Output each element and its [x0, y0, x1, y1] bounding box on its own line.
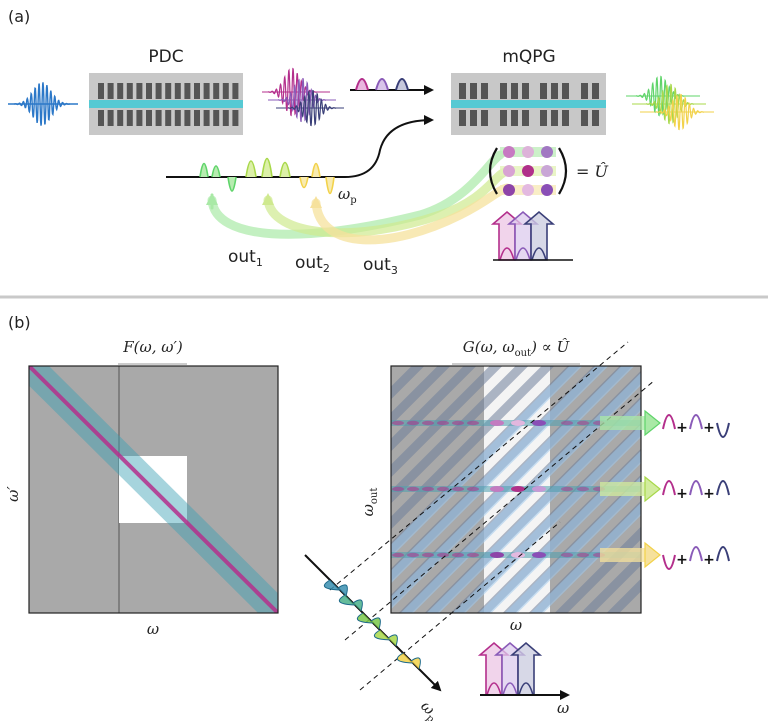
pump-axis-label: ωp: [415, 697, 443, 721]
output-pulse-icon: [626, 75, 714, 131]
matrix-element: [541, 184, 553, 196]
g-element: [532, 552, 546, 558]
out3-arrowhead-icon: [310, 196, 322, 208]
svg-text:+: +: [676, 486, 688, 502]
matrix-element: [522, 184, 534, 196]
svg-text:+: +: [703, 420, 715, 436]
out-labels: out1 out2 out3: [228, 247, 398, 277]
out-label-3: out3: [363, 255, 398, 277]
transfer-function-plot: [390, 365, 642, 614]
g-element: [532, 486, 546, 492]
pump-spectrum: [166, 115, 434, 195]
svg-text:+: +: [676, 552, 688, 568]
svg-text:+: +: [676, 420, 688, 436]
right-plot-title: G(ω, ωout) ∝ Û: [463, 338, 571, 359]
output-arrows: + + + + + +: [600, 409, 730, 570]
matrix-element: [522, 165, 534, 177]
right-xlabel: ω: [510, 616, 522, 634]
g-element: [490, 486, 504, 492]
matrix-element: [503, 165, 515, 177]
svg-text:+: +: [703, 552, 715, 568]
pump-axis: [304, 554, 442, 692]
mode-arrows-b: [477, 641, 560, 696]
matrix-element: [522, 146, 534, 158]
pdc-label: PDC: [148, 47, 183, 67]
jsa-plot: [28, 365, 279, 614]
panel-b-label: (b): [8, 313, 31, 332]
input-pulse-icon: [8, 82, 78, 126]
out2-arrowhead-icon: [262, 193, 274, 205]
biphoton-pulse-icon: [262, 67, 344, 127]
mqpg-crystal: [451, 73, 606, 135]
matrix-element: [503, 146, 515, 158]
g-element: [532, 420, 546, 426]
left-xlabel: ω: [147, 620, 159, 638]
matrix-element: [503, 184, 515, 196]
svg-text:+: +: [703, 486, 715, 502]
mqpg-label: mQPG: [502, 47, 555, 67]
g-element: [490, 552, 504, 558]
pdc-crystal: [89, 73, 243, 135]
out-label-1: out1: [228, 247, 263, 269]
unitary-matrix: [488, 146, 568, 196]
signal-arrow: [350, 78, 434, 95]
out-label-2: out2: [295, 253, 330, 275]
output-ribbons: [207, 150, 512, 245]
u-equals-label: = Û: [576, 161, 609, 181]
matrix-element: [541, 165, 553, 177]
panel-a-label: (a): [8, 7, 30, 26]
right-ylabel: ωout: [359, 488, 380, 517]
omega-p-label: ωp: [338, 185, 357, 206]
out1-arrowhead-icon: [206, 193, 218, 205]
g-element: [511, 420, 525, 426]
left-ylabel: ω′: [4, 486, 22, 502]
left-plot-title: F(ω, ω′): [122, 338, 183, 356]
g-element: [511, 552, 525, 558]
frequency-axis-label: ω: [557, 699, 569, 717]
mode-arrows-a: [490, 210, 573, 261]
g-element: [511, 486, 525, 492]
matrix-element: [541, 146, 553, 158]
g-element: [490, 420, 504, 426]
